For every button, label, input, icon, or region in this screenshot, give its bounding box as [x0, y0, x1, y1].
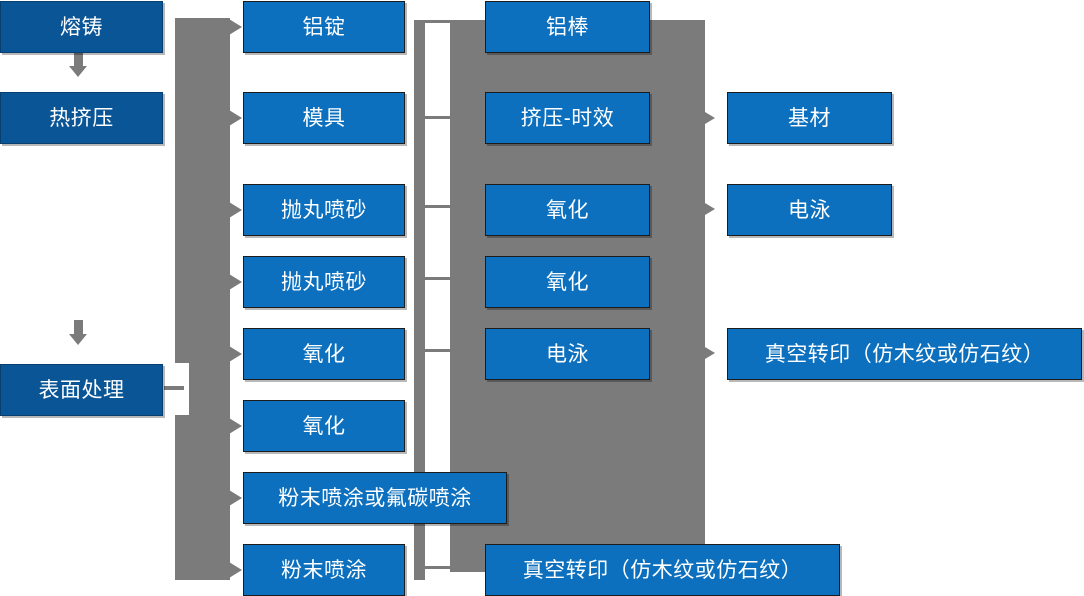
process-a-label-5: 氧化	[302, 342, 346, 366]
connector-arrow-down-2	[69, 334, 87, 345]
connector-arrow-down-1	[69, 66, 87, 77]
connector-gap-upper	[425, 20, 450, 320]
connector-stub-surface	[164, 386, 184, 390]
process-a-label-4: 抛丸喷砂	[281, 270, 367, 294]
connector-gap-lower	[425, 330, 450, 580]
stage-label-2: 热挤压	[49, 106, 114, 130]
connector-stem-2	[74, 320, 83, 338]
tick-link-5	[425, 349, 451, 352]
process-a-box-3[interactable]: 抛丸喷砂	[243, 184, 405, 236]
process-b-box-4[interactable]: 氧化	[485, 256, 650, 308]
process-b-box-2[interactable]: 挤压-时效	[485, 92, 650, 144]
arrow-to-out-2	[705, 203, 715, 215]
arrow-to-out-1	[705, 112, 715, 124]
process-b-label-2: 挤压-时效	[520, 106, 615, 130]
process-a-box-1[interactable]: 铝锭	[243, 1, 405, 53]
arrow-to-pa-3	[229, 202, 242, 218]
connector-stem-1	[74, 52, 83, 70]
process-a-label-8: 粉末喷涂	[281, 558, 367, 582]
process-b-label-4: 氧化	[546, 270, 589, 294]
process-b-label-3: 氧化	[546, 198, 589, 222]
output-label-3: 真空转印（仿木纹或仿石纹）	[764, 342, 1045, 366]
arrow-to-out-3	[705, 347, 715, 359]
process-a-box-2[interactable]: 模具	[243, 92, 405, 144]
arrow-to-pa-6	[229, 418, 242, 434]
process-b-box-5[interactable]: 电泳	[485, 328, 650, 380]
process-a-label-1: 铝锭	[302, 15, 346, 39]
process-a-box-8[interactable]: 粉末喷涂	[243, 544, 405, 596]
process-a-label-2: 模具	[302, 106, 346, 130]
output-label-1: 基材	[788, 106, 831, 130]
stage-box-extrusion[interactable]: 热挤压	[0, 92, 163, 144]
process-b-box-3[interactable]: 氧化	[485, 184, 650, 236]
tick-link-1	[425, 20, 451, 23]
tick-link-3	[425, 205, 451, 208]
tick-link-2	[425, 116, 451, 119]
output-label-2: 电泳	[788, 198, 831, 222]
process-a-label-7: 粉末喷涂或氟碳喷涂	[278, 486, 472, 510]
process-b-label-1: 铝棒	[546, 15, 589, 39]
stage-box-melting[interactable]: 熔铸	[0, 1, 163, 53]
process-a-label-3: 抛丸喷砂	[281, 198, 367, 222]
output-box-3[interactable]: 真空转印（仿木纹或仿石纹）	[727, 328, 1082, 380]
stage-label-3: 表面处理	[38, 378, 125, 402]
connector-bar-left	[175, 18, 230, 580]
connector-bar-mid-thin	[414, 20, 425, 580]
process-b-box-1[interactable]: 铝棒	[485, 1, 650, 53]
stage-label-1: 熔铸	[60, 15, 103, 39]
process-a-box-6[interactable]: 氧化	[243, 400, 405, 452]
output-box-1[interactable]: 基材	[727, 92, 892, 144]
arrow-to-pa-1	[229, 19, 242, 35]
tick-link-6	[425, 566, 451, 569]
arrow-to-pa-4	[229, 274, 242, 290]
arrow-to-pa-7	[229, 490, 242, 506]
tick-link-4	[425, 277, 451, 280]
arrow-to-pa-2	[229, 110, 242, 126]
process-a-box-5[interactable]: 氧化	[243, 328, 405, 380]
process-a-label-6: 氧化	[302, 414, 346, 438]
stage-box-surface-treatment[interactable]: 表面处理	[0, 364, 163, 416]
process-b-box-6[interactable]: 真空转印（仿木纹或仿石纹）	[485, 544, 840, 596]
process-a-box-7[interactable]: 粉末喷涂或氟碳喷涂	[243, 472, 507, 524]
arrow-to-pa-8	[229, 562, 242, 578]
process-b-label-5: 电泳	[546, 342, 589, 366]
process-a-box-4[interactable]: 抛丸喷砂	[243, 256, 405, 308]
process-b-label-6: 真空转印（仿木纹或仿石纹）	[522, 558, 803, 582]
output-box-2[interactable]: 电泳	[727, 184, 892, 236]
arrow-to-pa-5	[229, 346, 242, 362]
